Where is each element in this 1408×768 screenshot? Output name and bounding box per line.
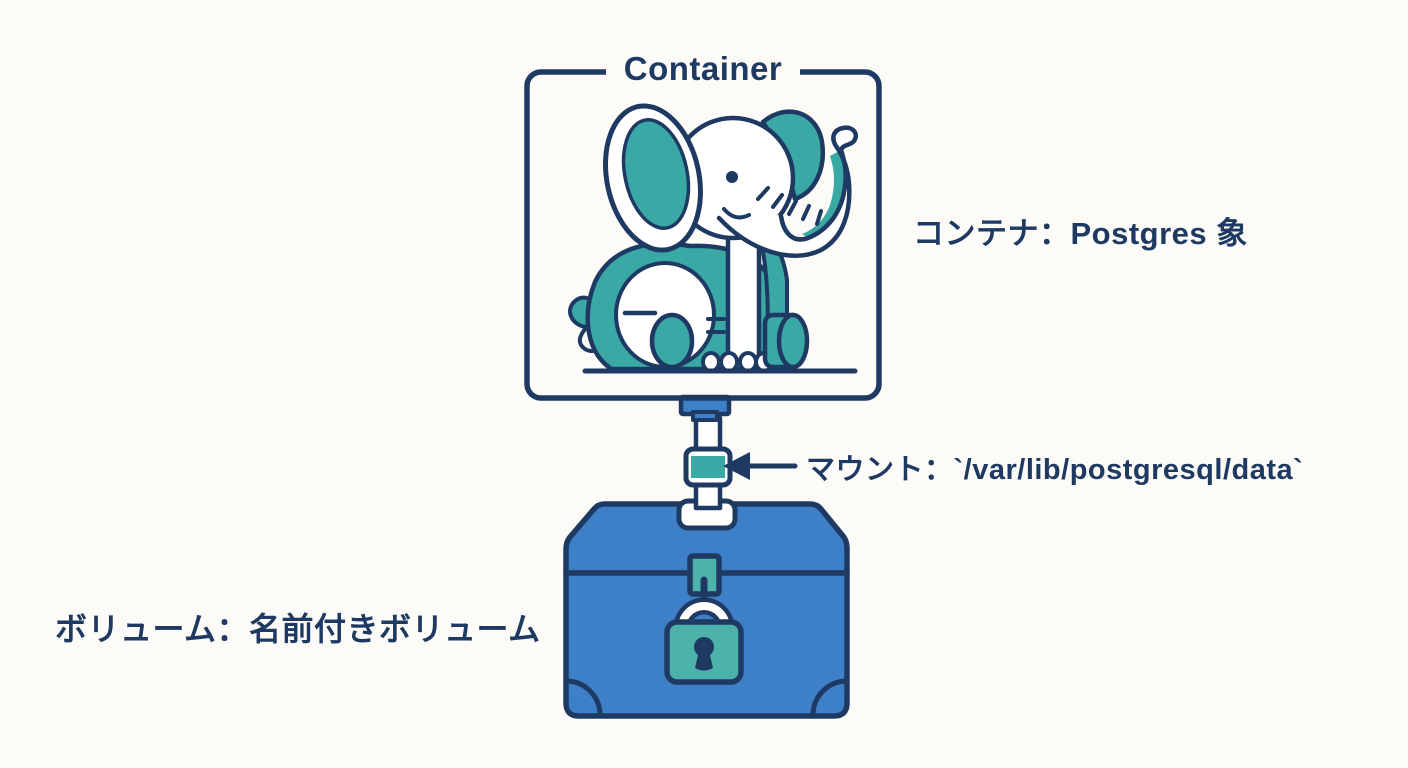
elephant-front-leg bbox=[728, 240, 759, 362]
container-annotation: コンテナ：Postgres 象 bbox=[913, 216, 1248, 251]
volume-annotation: ボリューム：名前付きボリューム bbox=[55, 611, 541, 647]
mount-annotation: マウント：`/var/lib/postgresql/data` bbox=[806, 454, 1304, 486]
mount-arrow bbox=[723, 452, 798, 480]
elephant-leg-wrinkles bbox=[706, 317, 726, 334]
elephant-trunk-fill bbox=[719, 127, 856, 256]
elephant-eye bbox=[726, 171, 738, 183]
elephant-rear-foot bbox=[776, 312, 810, 370]
elephant-left-ear-inner bbox=[621, 118, 691, 230]
chest-corner-left bbox=[563, 678, 603, 718]
chest-corner-right bbox=[810, 678, 850, 718]
mount-pipe bbox=[678, 394, 733, 511]
arrow-head bbox=[723, 452, 750, 480]
volume-chest bbox=[563, 498, 850, 719]
pipe-tab-step bbox=[691, 410, 719, 422]
elephant-toe bbox=[738, 351, 758, 373]
elephant-trunk-teal bbox=[802, 150, 846, 238]
pipe-teal-band bbox=[691, 456, 725, 478]
postgres-elephant-illustration bbox=[568, 103, 859, 374]
container-box-label: Container bbox=[0, 50, 1408, 88]
elephant-smile bbox=[722, 207, 751, 220]
elephant-toe bbox=[701, 351, 721, 373]
chest-lid bbox=[563, 501, 850, 576]
elephant-trunk-outline bbox=[716, 125, 859, 258]
padlock-icon bbox=[664, 597, 744, 685]
elephant-front-foot bbox=[649, 312, 695, 370]
padlock-keyhole-stem bbox=[695, 651, 713, 671]
elephant-toe bbox=[719, 351, 739, 373]
elephant-trunk-wrinkles bbox=[756, 186, 823, 226]
